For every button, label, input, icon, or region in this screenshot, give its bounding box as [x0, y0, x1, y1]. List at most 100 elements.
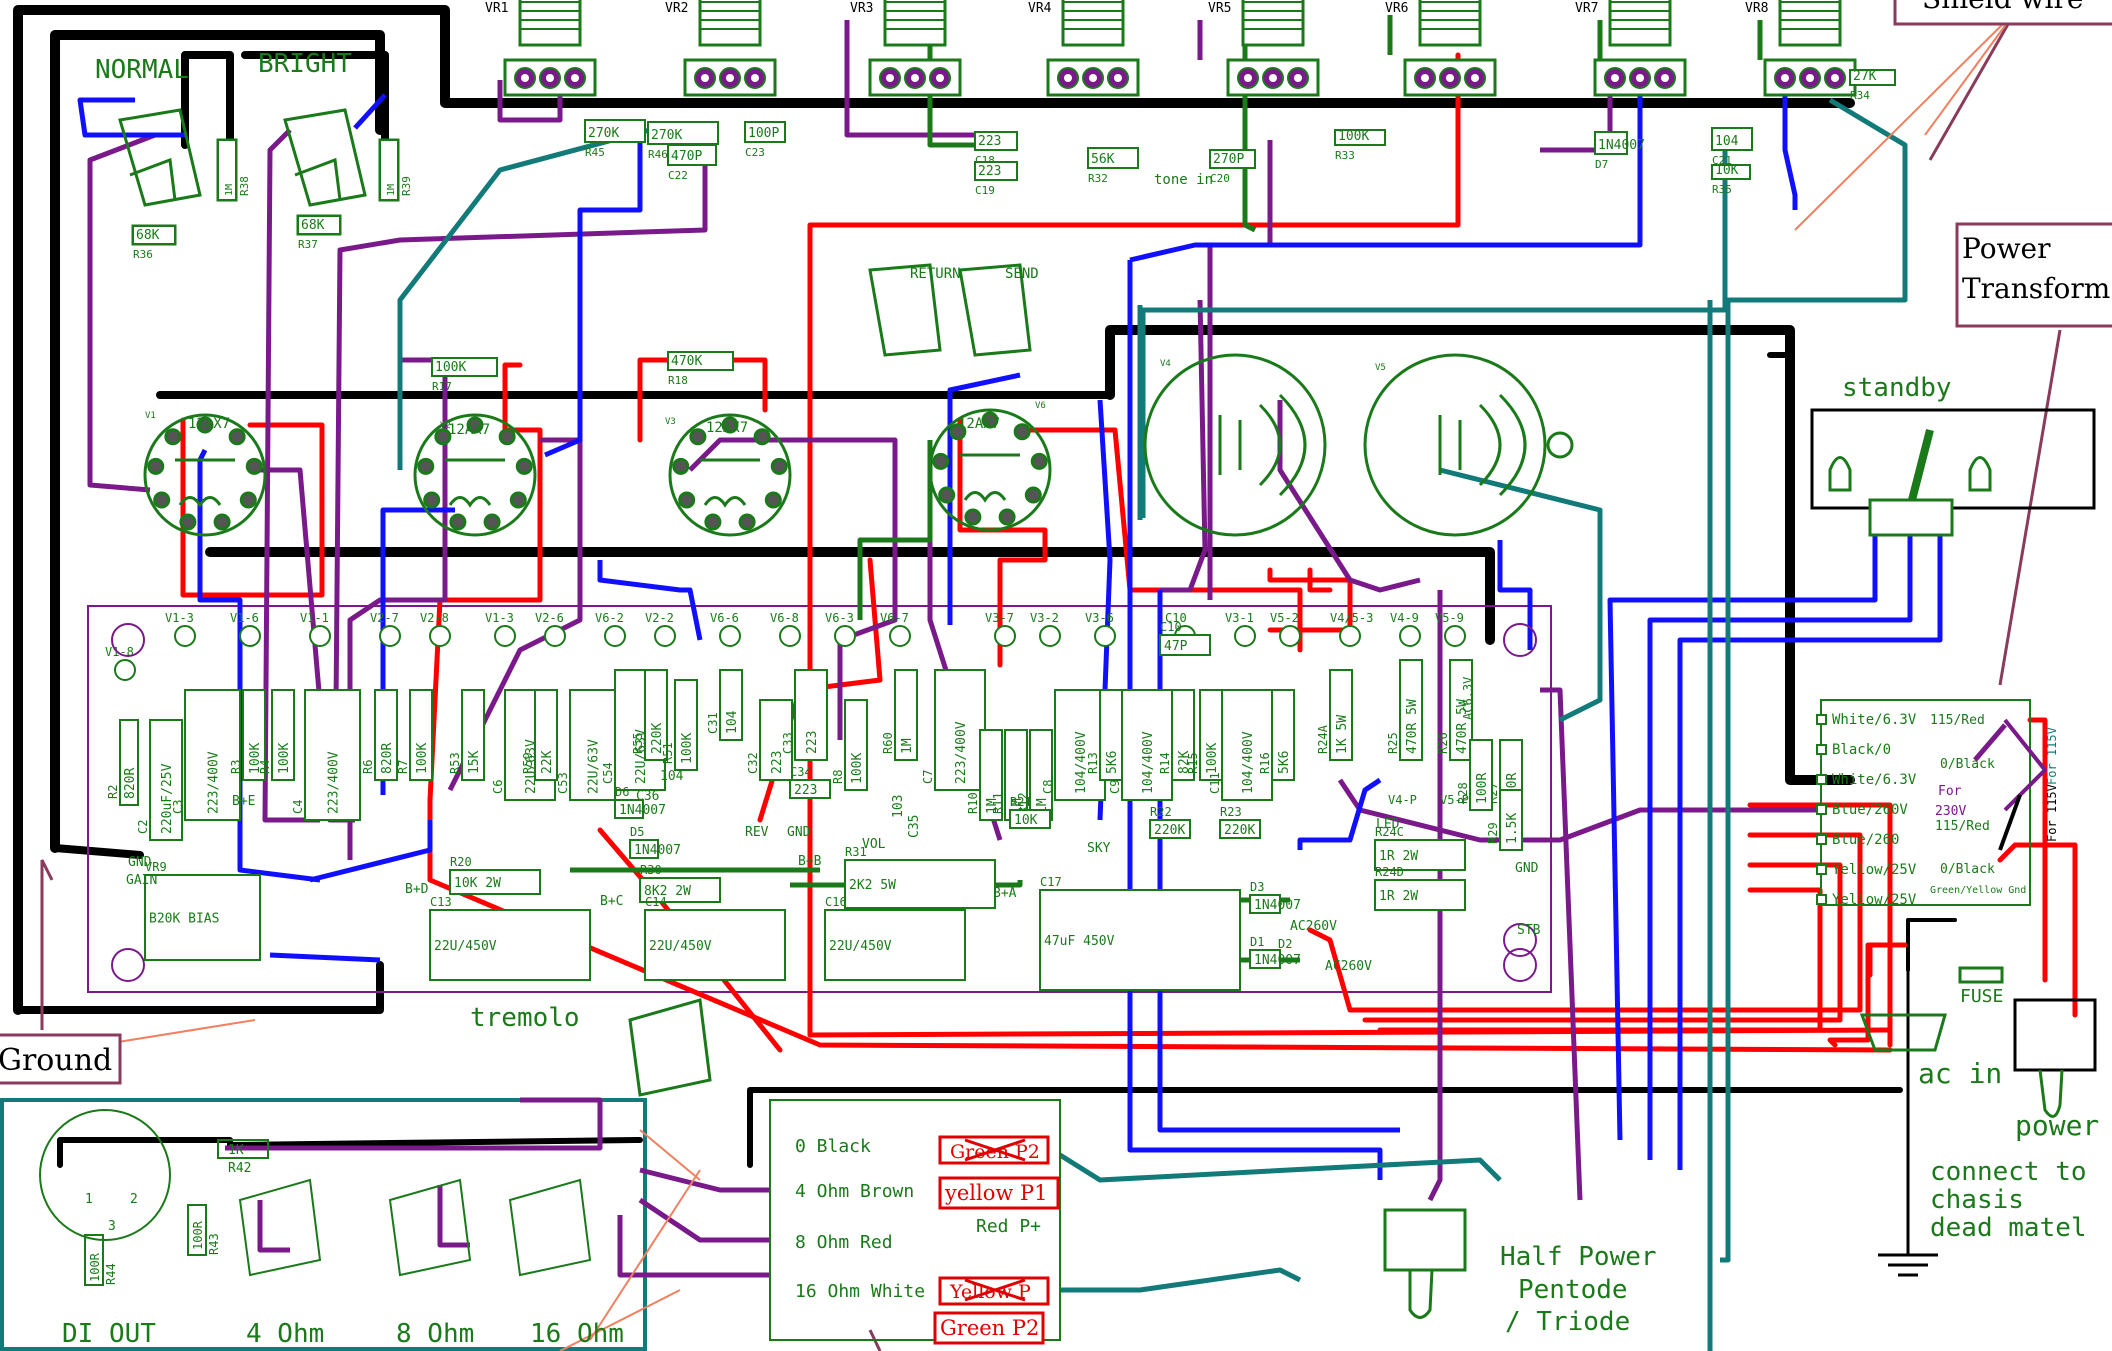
hv-acin [1827, 942, 1871, 1048]
pot-lug-hole [546, 74, 554, 82]
component-value: 100K [248, 743, 263, 774]
hv-power-1 [1747, 802, 1893, 1048]
blue-bias [309, 820, 433, 883]
component-body [639, 877, 721, 903]
pad-ring [1339, 625, 1361, 647]
chassis-label-1: connect to [1930, 1157, 2087, 1187]
ground-bright-link [241, 51, 389, 149]
tube-pin [449, 513, 467, 531]
pad-label: V4/5-3 [1330, 611, 1373, 625]
tag-yellow-p-crossed [938, 1276, 1050, 1306]
tap-0-label: 0 Black [795, 1136, 871, 1157]
pot-body [1608, 0, 1672, 47]
standby-led-right [1968, 456, 1992, 492]
component-name: R25 [1386, 732, 1400, 754]
component-name: R24D [1375, 865, 1404, 879]
component-body [674, 679, 698, 771]
board-gnd-right: GND [1515, 861, 1539, 876]
callout-output-1 [639, 1129, 701, 1181]
blue-normal [77, 97, 185, 138]
component-value: 10K 2W [454, 876, 501, 891]
component-name: R45 [585, 146, 605, 159]
teal-v5 [1439, 467, 1603, 723]
component-name: R55 [631, 732, 645, 754]
component-name: R53 [448, 752, 462, 774]
output-jack-16[interactable] [508, 1178, 592, 1277]
tube-pin [434, 428, 452, 446]
purple-v3-grid [688, 437, 898, 740]
standby-switch[interactable] [1810, 408, 2096, 537]
xlr-pin-3: 3 [108, 1219, 116, 1234]
teal-top [397, 127, 651, 470]
purple-right [1427, 590, 1443, 1202]
green-v6-bus [857, 440, 933, 620]
pad-label: V6-6 [710, 611, 739, 625]
pot-body [1241, 0, 1305, 47]
output-jack-8[interactable] [388, 1178, 472, 1277]
ohm4-label: 4 Ohm [246, 1319, 324, 1349]
component-body [461, 689, 485, 781]
pot-vr3[interactable]: VR3 [850, 0, 962, 97]
half-power-switch[interactable] [1383, 1208, 1467, 1319]
component-name: C32 [746, 752, 760, 774]
pot-vr6[interactable]: VR6 [1385, 0, 1497, 97]
component-value: 1N4007 [634, 843, 681, 858]
component-body [1209, 149, 1256, 169]
transformer-block [1820, 699, 2048, 906]
transformer-gnd: Green/Yellow Gnd [1930, 885, 2026, 896]
purple-top-1 [332, 140, 708, 821]
component-value: 220K [1224, 823, 1255, 838]
pot-vr1[interactable]: VR1 [485, 0, 597, 97]
transformer-for-115-a: For 115V [2045, 727, 2059, 785]
blue-bias2 [269, 952, 381, 963]
board-rev: REV [745, 825, 769, 840]
power-switch-body[interactable] [2013, 998, 2097, 1072]
standby-led-left [1828, 456, 1852, 492]
v4-plate [1258, 403, 1282, 487]
tube-pin [1024, 486, 1042, 504]
r43-value: 100R [191, 1220, 205, 1250]
pot-vr8[interactable]: VR8 [1745, 0, 1857, 97]
normal-label: NORMAL [95, 55, 189, 85]
tube-pin [498, 428, 516, 446]
teal-right [1140, 150, 1728, 518]
component-name: R37 [298, 238, 318, 251]
component-body [1329, 669, 1353, 761]
preamp-tube-socket-1 [143, 413, 267, 537]
pot-vr7[interactable]: VR7 [1575, 0, 1687, 97]
component-name: C11 [1208, 772, 1222, 794]
pot-vr5[interactable]: VR5 [1208, 0, 1320, 97]
callout-transformer-box [1955, 222, 2112, 328]
board-bplus-a: B+A [993, 886, 1017, 901]
component-body [1159, 634, 1211, 656]
pad-ring [174, 625, 196, 647]
component-name: R4 [258, 760, 272, 774]
component-name: R38 [238, 176, 251, 196]
tag-yellow-p1-text: yellow P1 [944, 1181, 1048, 1205]
board-ac260-2: AC260V [1325, 959, 1372, 974]
pad-ring [1399, 625, 1421, 647]
component-name: R14 [1158, 752, 1172, 774]
component-name: C23 [745, 146, 765, 159]
pot-vr2[interactable]: VR2 [665, 0, 777, 97]
board-pad: V4/5-3 [1330, 611, 1373, 647]
ac-in-socket[interactable] [1859, 1013, 1947, 1052]
power-tubes [1143, 353, 1574, 537]
pad-ring [1039, 625, 1061, 647]
output-jack-4[interactable] [238, 1178, 322, 1277]
pad-label: V4-9 [1390, 611, 1419, 625]
pad-label: V3-6 [1085, 611, 1114, 625]
component-value: 470R 5W [1455, 699, 1470, 754]
pot-vr4[interactable]: VR4 [1028, 0, 1140, 97]
tube-pin [964, 508, 982, 526]
component-value: 10K [1715, 163, 1739, 178]
component-name: R24C [1375, 825, 1404, 839]
